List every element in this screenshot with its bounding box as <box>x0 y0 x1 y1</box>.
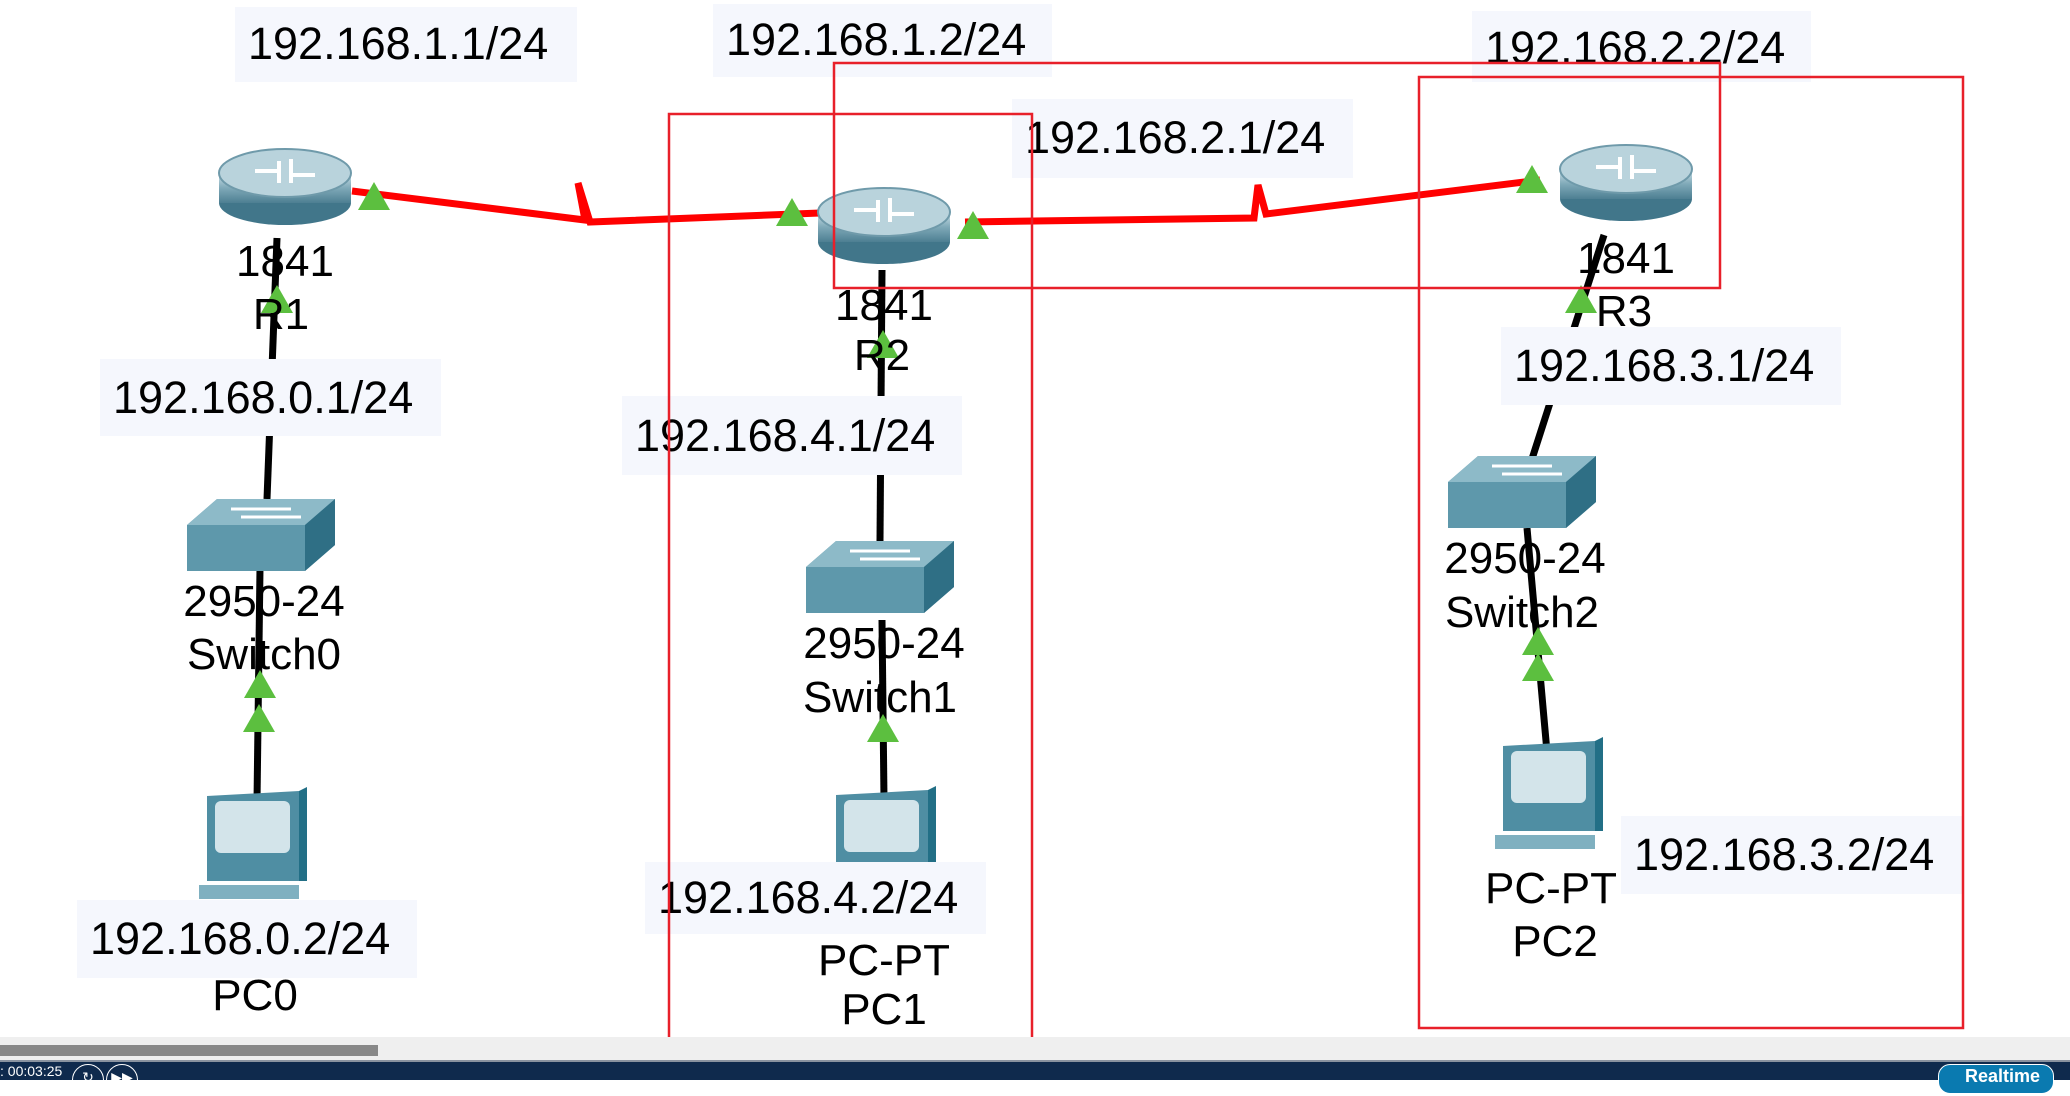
ip-note-r2-serial-left[interactable]: 192.168.1.2/24 <box>713 4 1052 77</box>
router-r3-icon[interactable] <box>1558 143 1694 223</box>
svg-text:192.168.4.2/24: 192.168.4.2/24 <box>658 872 958 923</box>
switch0-name-label: Switch0 <box>187 630 341 679</box>
link-up-icon <box>243 704 275 732</box>
switch1-name-label: Switch1 <box>803 673 957 722</box>
pc0-icon[interactable] <box>199 787 307 899</box>
annotation-rectangle-serial-area[interactable] <box>832 61 1722 290</box>
topology-canvas[interactable]: 1841 R1 1841 R2 1841 R3 2950-24 Switch0 … <box>0 0 2070 1037</box>
svg-text:192.168.2.2/24: 192.168.2.2/24 <box>1485 22 1785 73</box>
ip-note-r2-serial-right[interactable]: 192.168.2.1/24 <box>1012 99 1353 178</box>
r2-name-label: R2 <box>854 331 910 380</box>
switch0-icon[interactable] <box>185 497 337 573</box>
r1-name-label: R1 <box>253 290 309 339</box>
annotation-rectangle-r2-area[interactable] <box>667 112 1034 1037</box>
svg-text:192.168.1.1/24: 192.168.1.1/24 <box>248 18 548 69</box>
switch0-model-label: 2950-24 <box>183 577 344 626</box>
pc0-name-label: PC0 <box>212 971 298 1020</box>
switch2-model-label: 2950-24 <box>1444 534 1605 583</box>
ip-note-r1-serial[interactable]: 192.168.1.1/24 <box>235 7 577 82</box>
reset-icon: ↻ <box>82 1069 94 1085</box>
pc1-name-label: PC1 <box>841 985 927 1034</box>
ip-note-r1-lan[interactable]: 192.168.0.1/24 <box>100 359 441 436</box>
fast-forward-icon: ▶▶ <box>111 1069 133 1085</box>
svg-text:192.168.0.1/24: 192.168.0.1/24 <box>113 372 413 423</box>
svg-text:192.168.1.2/24: 192.168.1.2/24 <box>726 14 1026 65</box>
svg-text:192.168.2.1/24: 192.168.2.1/24 <box>1025 112 1325 163</box>
annotation-rectangle-r3-area[interactable] <box>1417 75 1965 1030</box>
pc2-name-label: PC2 <box>1512 917 1598 966</box>
status-bar: : 00:03:25 ↻ ▶▶ Realtime <box>0 1062 2070 1096</box>
realtime-mode-button[interactable]: Realtime <box>1938 1064 2054 1094</box>
switch1-icon[interactable] <box>804 539 956 615</box>
ip-note-r3-serial[interactable]: 192.168.2.2/24 <box>1472 11 1811 82</box>
power-cycle-button[interactable]: ↻ <box>72 1064 104 1096</box>
link-up-icon <box>1522 653 1554 681</box>
simulation-time: : 00:03:25 <box>0 1063 63 1079</box>
ip-note-r3-lan[interactable]: 192.168.3.1/24 <box>1501 327 1841 405</box>
svg-text:192.168.4.1/24: 192.168.4.1/24 <box>635 410 935 461</box>
r3-model-label: 1841 <box>1577 234 1675 283</box>
pc2-model-label: PC-PT <box>1485 864 1617 913</box>
router-r1-icon[interactable] <box>217 147 353 227</box>
switch1-model-label: 2950-24 <box>803 619 964 668</box>
fast-forward-button[interactable]: ▶▶ <box>106 1064 138 1096</box>
pc1-model-label: PC-PT <box>818 936 950 985</box>
scrollbar-thumb[interactable] <box>0 1045 378 1056</box>
ip-note-pc2[interactable]: 192.168.3.2/24 <box>1621 816 1962 894</box>
svg-text:192.168.0.2/24: 192.168.0.2/24 <box>90 913 390 964</box>
switch2-icon[interactable] <box>1446 454 1598 530</box>
ip-note-pc0[interactable]: 192.168.0.2/24 <box>77 900 417 978</box>
serial-link-r1-r2[interactable] <box>351 181 821 226</box>
link-switch1-pc1[interactable] <box>878 619 888 801</box>
switch2-name-label: Switch2 <box>1445 588 1599 637</box>
r1-model-label: 1841 <box>236 237 334 286</box>
svg-text:192.168.3.2/24: 192.168.3.2/24 <box>1634 829 1934 880</box>
ip-note-pc1[interactable]: 192.168.4.2/24 <box>645 862 986 934</box>
router-r2-icon[interactable] <box>816 186 952 266</box>
serial-link-r2-r3[interactable] <box>964 176 1541 226</box>
horizontal-scrollbar[interactable] <box>0 1037 2070 1062</box>
ip-note-r2-lan[interactable]: 192.168.4.1/24 <box>622 396 962 475</box>
svg-text:192.168.3.1/24: 192.168.3.1/24 <box>1514 340 1814 391</box>
pc2-icon[interactable] <box>1495 737 1603 849</box>
